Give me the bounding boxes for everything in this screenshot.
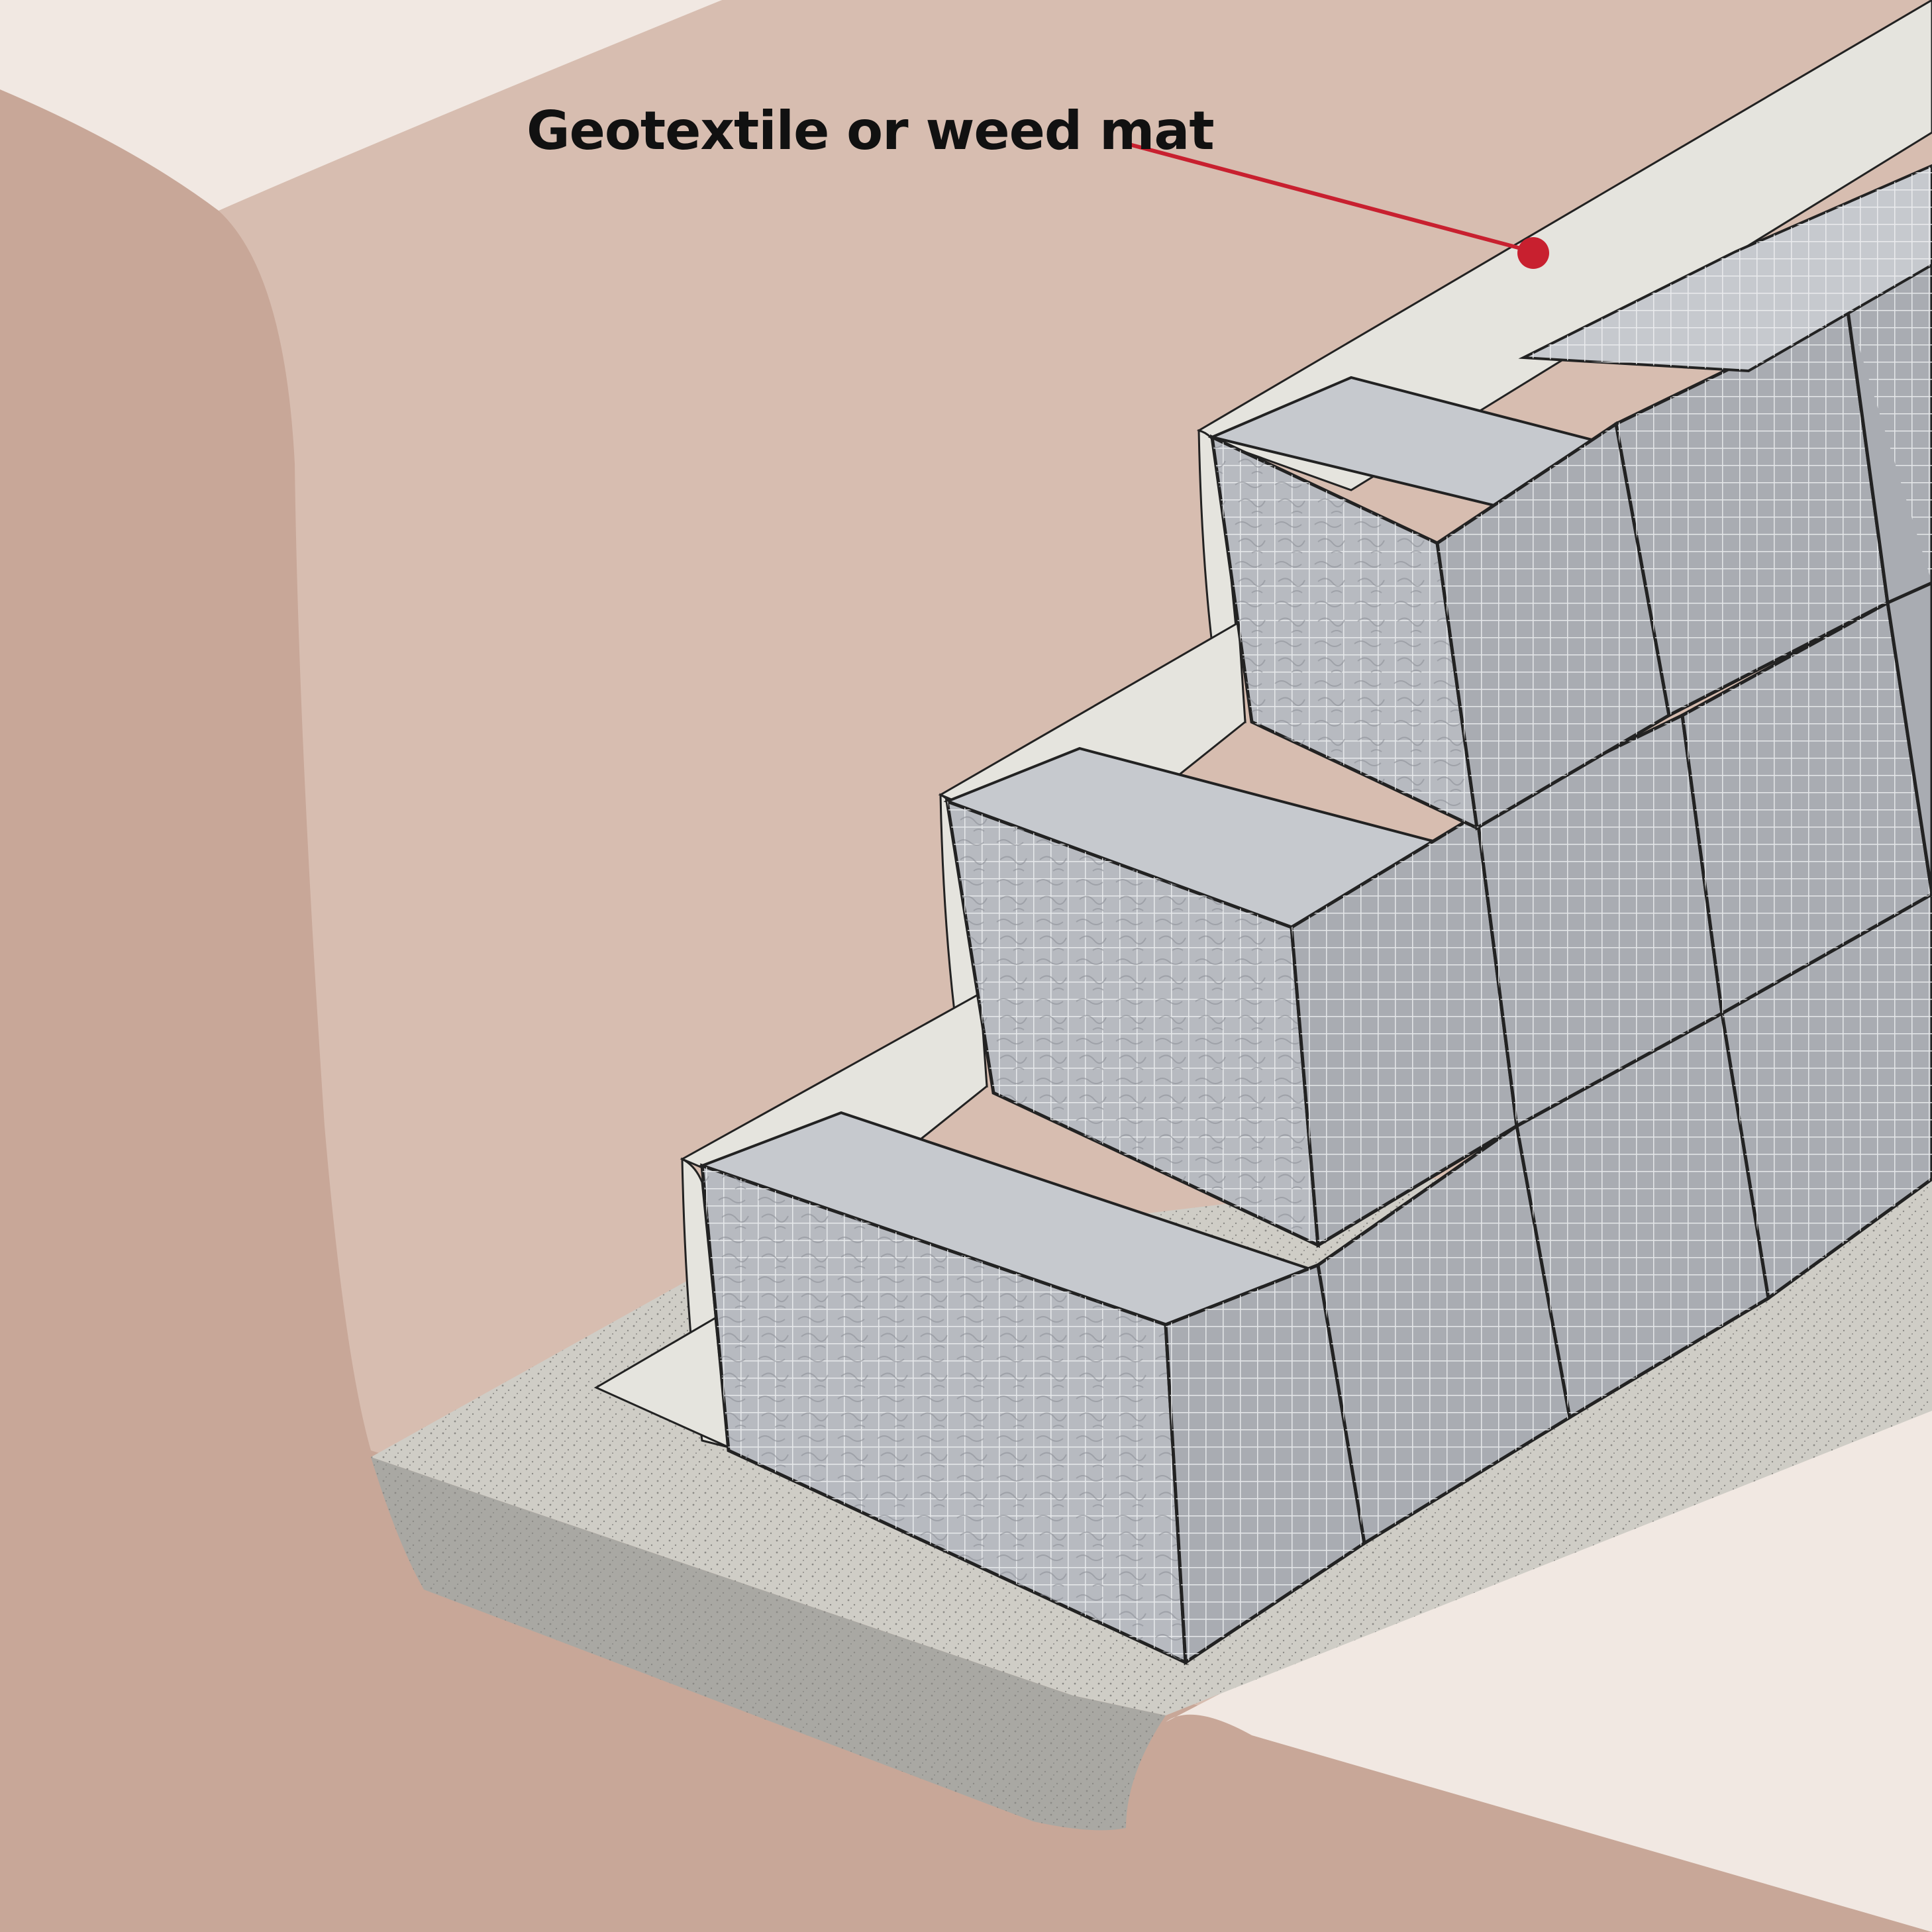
gabion-tier-bottom	[698, 892, 1932, 1666]
gabion-wall	[698, 164, 1932, 1666]
callout-leader-line	[1129, 142, 1534, 254]
callout-marker-dot	[1517, 237, 1549, 269]
gabion-tier-top	[1207, 164, 1932, 831]
callout-label-geotextile: Geotextile or weed mat	[527, 100, 1215, 162]
top-surface-light	[0, 0, 722, 211]
gabion-tier-middle	[943, 574, 1932, 1248]
soil-cut-face	[0, 89, 1932, 1932]
gravel-base-front-dots	[371, 1457, 1166, 1831]
